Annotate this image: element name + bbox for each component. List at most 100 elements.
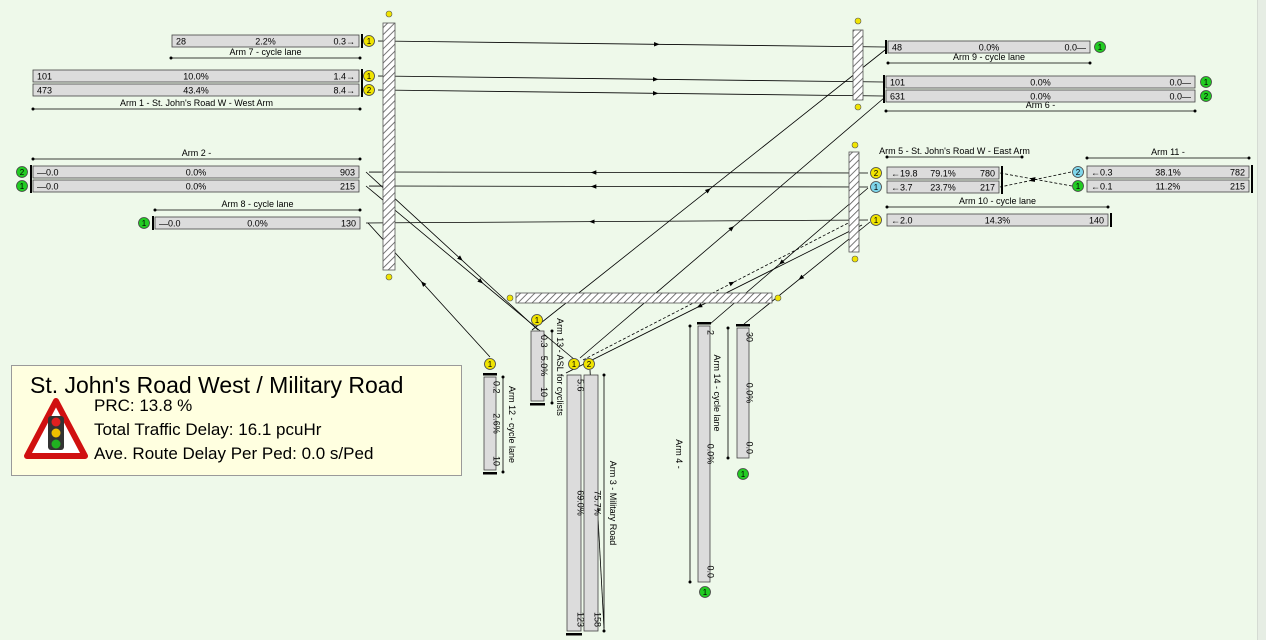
arm7-label: Arm 7 - cycle lane <box>229 47 301 57</box>
signal-node-2: 2 <box>363 84 375 96</box>
lane-saturation: 10.0% <box>183 72 209 82</box>
lane-saturation: 0.0% <box>1030 78 1051 88</box>
lane-node-label: 1 <box>1098 43 1103 52</box>
arm4-lane[interactable]: 20.0%0.0 <box>697 322 716 583</box>
signal-node-2: 2 <box>583 358 595 370</box>
lane-node-label: 1 <box>367 37 372 46</box>
lane-value-left: —0.0 <box>159 219 181 229</box>
lane-value-bottom: 0.0 <box>706 565 716 578</box>
signal-node-1: 1 <box>484 358 496 370</box>
traffic-link <box>709 187 869 325</box>
lane-node-label: 1 <box>741 470 746 479</box>
lane-value-right: 1.4→ <box>333 72 355 82</box>
traffic-link <box>368 171 869 174</box>
lane-saturation: 0.0% <box>745 383 755 404</box>
lane-value-right: 0.3→ <box>333 37 355 47</box>
blue-node-1: 1 <box>870 181 882 193</box>
lane-value-left: ←2.0 <box>891 216 913 226</box>
signal-node-2: 2 <box>870 167 882 179</box>
arm13-lane[interactable]: 0.3 5.0% 10 <box>530 330 549 406</box>
lane-value-left: ←0.3 <box>1091 168 1113 178</box>
lane-value-bottom: 10 <box>539 387 549 397</box>
give-way-node-1: 1 <box>1094 41 1106 53</box>
vertical-scrollbar[interactable] <box>1257 0 1266 640</box>
lane-node-label: 2 <box>367 86 372 95</box>
arm14-label: Arm 14 - cycle lane <box>712 354 722 431</box>
arm9-label: Arm 9 - cycle lane <box>953 52 1025 62</box>
junction-title: St. John's Road West / Military Road <box>30 372 404 398</box>
arm13-label: Arm 13 - ASL for cyclists <box>555 318 565 416</box>
lane-node-label: 1 <box>367 72 372 81</box>
lane-value-right: 215 <box>1230 182 1245 192</box>
lane-value-left: ←19.8 <box>891 169 918 179</box>
traffic-links <box>365 40 1073 629</box>
give-way-node-2: 2 <box>1200 90 1212 102</box>
lane-value-right: 0.0— <box>1064 43 1086 53</box>
give-way-node-1: 1 <box>1200 76 1212 88</box>
arm12-lane[interactable]: 0.2 2.6% 10 <box>483 373 502 475</box>
lane-value-left: 101 <box>37 72 52 82</box>
lane-saturation: 5.0% <box>539 356 549 377</box>
lane-value-right: 215 <box>340 182 355 192</box>
lane-value-left: —0.0 <box>37 182 59 192</box>
signal-node-1: 1 <box>870 214 882 226</box>
south-crossing <box>515 292 773 304</box>
signal-node <box>385 273 393 281</box>
lane-value-top: 0.3 <box>539 335 549 348</box>
signal-node <box>774 294 782 302</box>
lane-node-label: 1 <box>1076 182 1081 191</box>
lane-value-top: 0.2 <box>492 381 502 394</box>
arm4-label: Arm 4 - <box>674 439 684 469</box>
lane-node-label: 2 <box>1204 92 1209 101</box>
signal-node <box>851 255 859 263</box>
lane-value-bottom: 0.0 <box>745 441 755 454</box>
lane-node-label: 2 <box>20 168 25 177</box>
signal-node <box>851 141 859 149</box>
arm8-label: Arm 8 - cycle lane <box>221 199 293 209</box>
lane-node-label: 1 <box>572 360 577 369</box>
arm3-lane2[interactable]: 75.7%158 <box>583 374 603 632</box>
lane-value-bottom: 10 <box>492 456 502 466</box>
signal-node <box>854 17 862 25</box>
lane-saturation: 2.6% <box>492 413 502 434</box>
arm14-lane[interactable]: 30 0.0% 0.0 <box>736 324 755 459</box>
lane-node-label: 1 <box>1204 78 1209 87</box>
lane-node-label: 1 <box>703 588 708 597</box>
arm12-label: Arm 12 - cycle lane <box>507 386 517 463</box>
lane-value-right: 140 <box>1089 216 1104 226</box>
east-crossing-lower <box>848 151 860 253</box>
lane-saturation: 69.0% <box>576 490 586 516</box>
arm3-lane1[interactable]: 5.669.0%123 <box>566 374 586 636</box>
lane-saturation: 79.1% <box>930 169 956 179</box>
arm1-lane1[interactable]: 101 10.0% 1.4→ <box>32 69 363 83</box>
arm5-label: Arm 5 - St. John's Road W - East Arm <box>879 146 1030 156</box>
lane-value-right: 130 <box>341 219 356 229</box>
lane-node-label: 1 <box>874 183 879 192</box>
traffic-link <box>368 185 869 188</box>
traffic-link <box>582 219 855 361</box>
lane-saturation: 38.1% <box>1155 168 1181 178</box>
lane-value-top: 30 <box>745 332 755 342</box>
lane-value-top: 2 <box>706 330 716 335</box>
west-crossing <box>382 22 396 271</box>
prc-value: PRC: 13.8 % <box>94 396 193 415</box>
lane-saturation: 0.0% <box>1030 92 1051 102</box>
give-way-node-1: 1 <box>1072 180 1084 192</box>
lane-value-bottom: 158 <box>593 612 603 627</box>
lane-node-label: 1 <box>488 360 493 369</box>
